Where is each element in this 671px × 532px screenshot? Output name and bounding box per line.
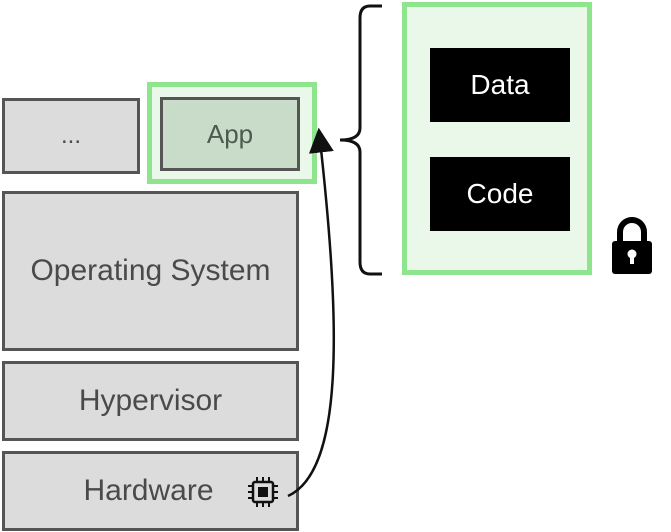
enclave-box xyxy=(402,2,592,275)
other-apps-label: ... xyxy=(60,122,81,149)
hardware-label: Hardware xyxy=(83,474,214,507)
app-box: App xyxy=(160,97,300,171)
padlock-icon xyxy=(612,217,652,274)
code-label: Code xyxy=(466,178,534,209)
other-apps-box: ... xyxy=(2,98,140,174)
data-box: Data xyxy=(430,48,570,122)
hardware-to-app-arrow xyxy=(287,127,336,498)
cpu-chip-icon xyxy=(248,477,278,507)
app-label: App xyxy=(206,118,254,149)
operating-system-box: Operating System xyxy=(2,191,299,351)
data-label: Data xyxy=(470,69,530,100)
enclave-brace xyxy=(339,4,382,276)
code-box: Code xyxy=(430,157,570,231)
hypervisor-box: Hypervisor xyxy=(2,361,299,441)
operating-system-label: Operating System xyxy=(30,254,271,287)
hypervisor-label: Hypervisor xyxy=(78,384,223,417)
